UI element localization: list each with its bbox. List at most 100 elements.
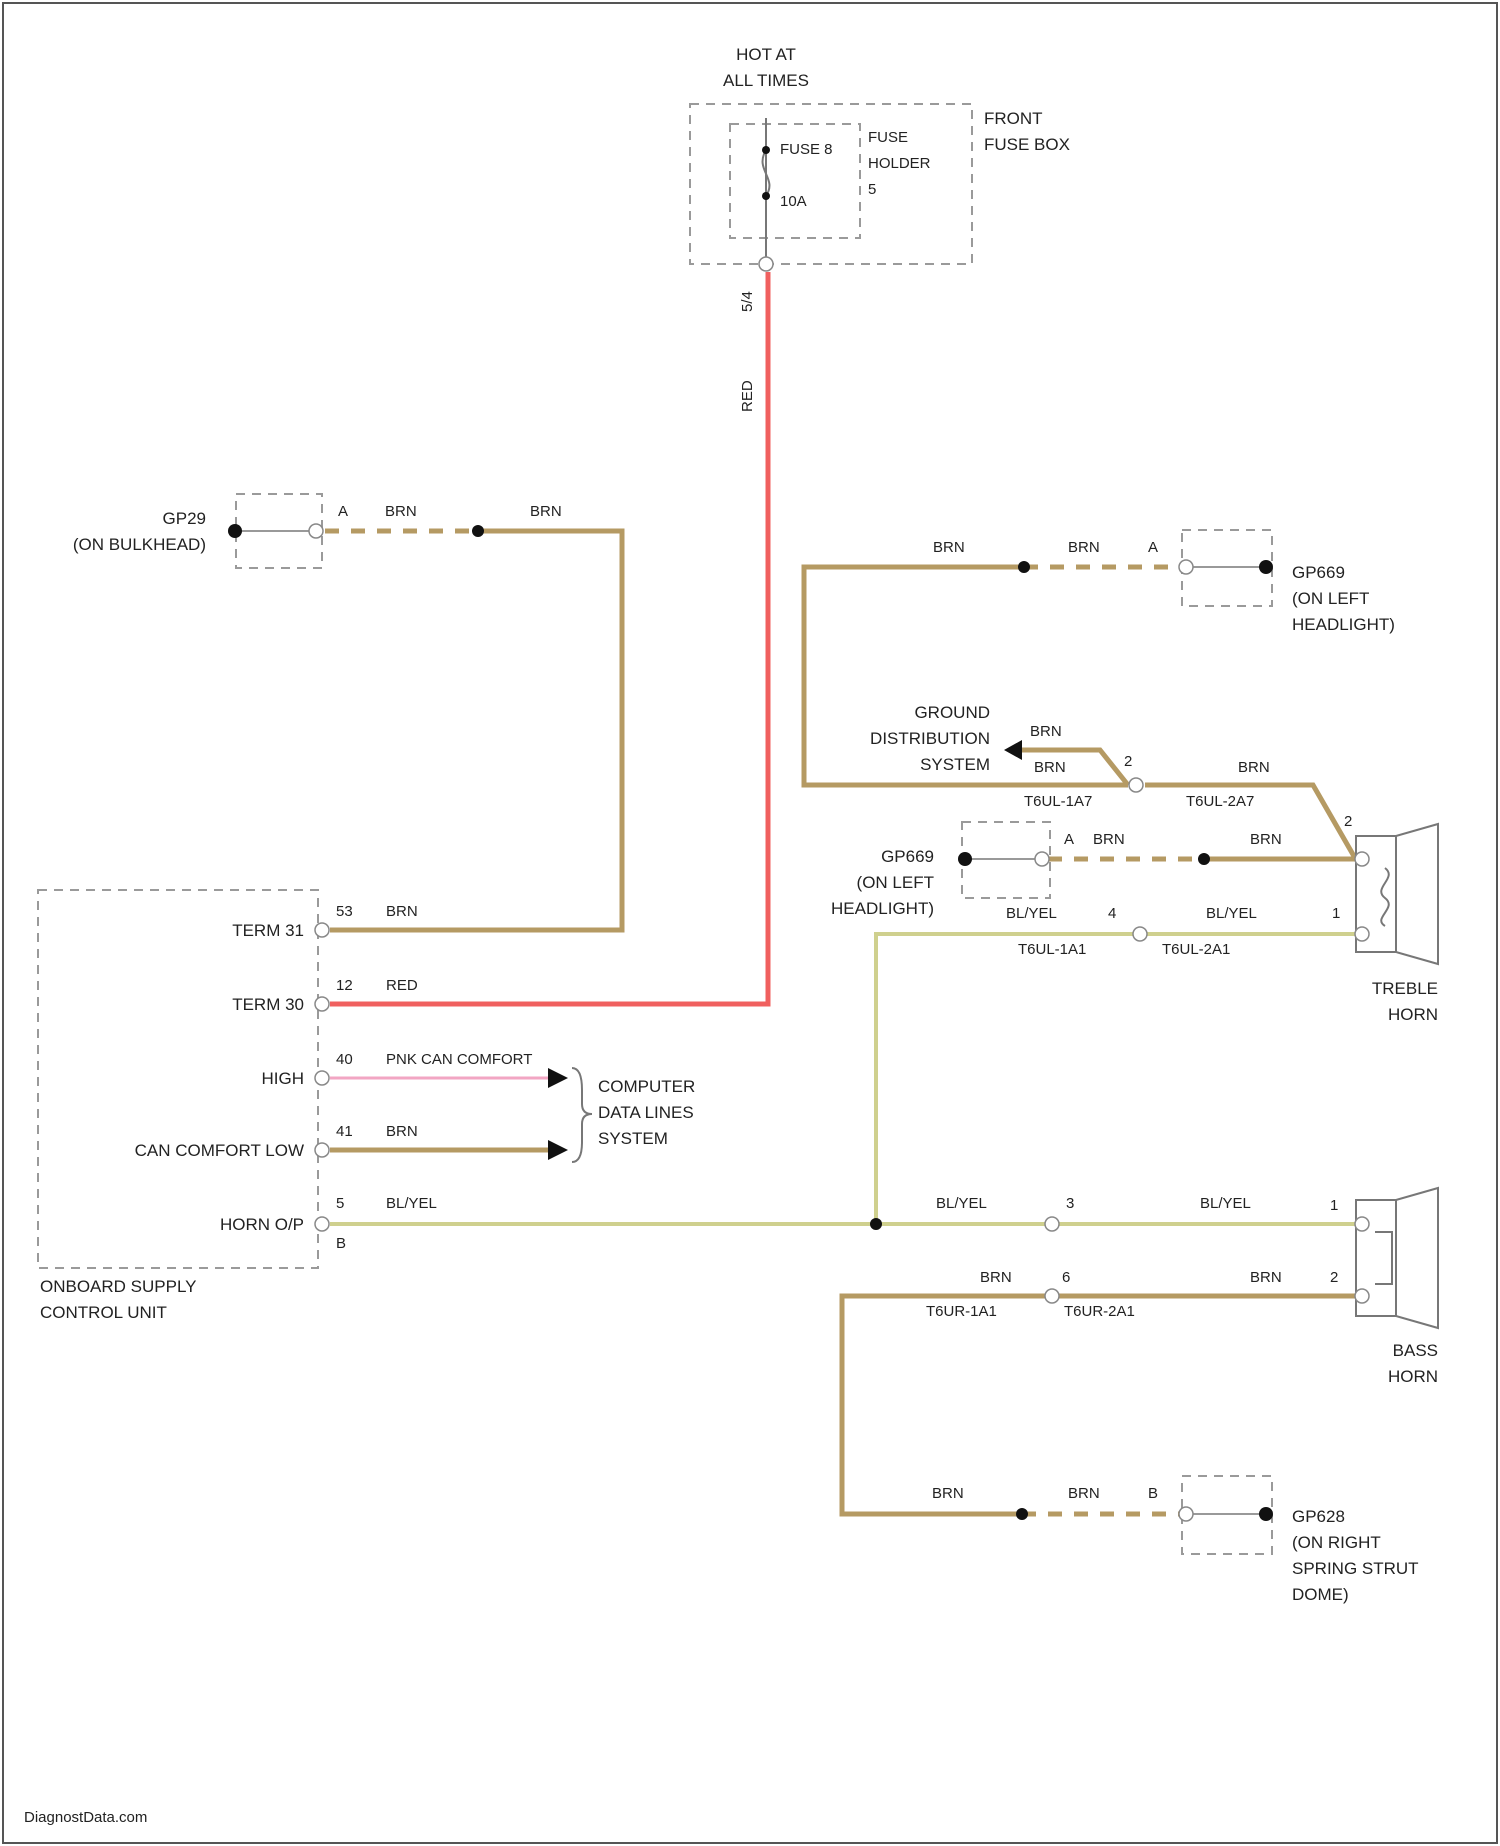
bass-conn1: T6UR-1A1 <box>926 1303 997 1320</box>
splice-gp669-top <box>1018 561 1030 573</box>
computer-data-brace <box>572 1068 592 1162</box>
pin-can-low-num: 41 <box>336 1123 353 1140</box>
pin-term31-label: TERM 31 <box>232 921 304 940</box>
can-low-arrow-icon <box>548 1140 568 1160</box>
bass-horn: 1 2 BASS HORN BL/YEL 3 BL/YEL BRN 6 BRN … <box>926 1188 1438 1386</box>
bass-horn-pin-top: 1 <box>1330 1197 1338 1214</box>
gp669-top-ground-dot <box>1259 560 1273 574</box>
fuse-box: HOT AT ALL TIMES FUSE 8 10A FUSE HOLDER … <box>690 45 1070 412</box>
gp628-loc1: (ON RIGHT <box>1292 1533 1381 1552</box>
gp628-name: GP628 <box>1292 1507 1345 1526</box>
wire-gp29-term31 <box>330 531 622 930</box>
gp669-mid-ground-dot <box>958 852 972 866</box>
watermark: DiagnostData.com <box>24 1809 147 1826</box>
pin-term30-label: TERM 30 <box>232 995 304 1014</box>
computer-data-line1: COMPUTER <box>598 1077 695 1096</box>
front-fuse-box-outline <box>690 104 972 264</box>
gnd-dist-connector <box>1129 778 1143 792</box>
ground-gp669-mid: GP669 (ON LEFT HEADLIGHT) A BRN BRN <box>831 822 1282 918</box>
gp669-top-name: GP669 <box>1292 563 1345 582</box>
gp669-top-loc1: (ON LEFT <box>1292 589 1369 608</box>
gp669-top-loc2: HEADLIGHT) <box>1292 615 1395 634</box>
gnd-dist-line1: GROUND <box>914 703 990 722</box>
splice-gp628 <box>1016 1508 1028 1520</box>
ground-gp669-top: GP669 (ON LEFT HEADLIGHT) A BRN BRN <box>933 530 1395 634</box>
gp628-ground-dot <box>1259 1507 1273 1521</box>
bass-horn-pin1 <box>1355 1217 1369 1231</box>
pin-high-label: HIGH <box>262 1069 305 1088</box>
pin-horn-op-terminal <box>315 1217 329 1231</box>
treble-horn-line1: TREBLE <box>1372 979 1438 998</box>
fuse-label: FUSE 8 <box>780 141 833 158</box>
fuse-output-terminal <box>759 257 773 271</box>
gp29-terminal <box>309 524 323 538</box>
splice-blyel <box>870 1218 882 1230</box>
bass-conn-bot: 6 <box>1062 1269 1070 1286</box>
treble-horn-pin1 <box>1355 927 1369 941</box>
pin-can-low-label: CAN COMFORT LOW <box>135 1141 304 1160</box>
gp669-top-wire2: BRN <box>1068 539 1100 556</box>
pin-term31-terminal <box>315 923 329 937</box>
pin-horn-op-label: HORN O/P <box>220 1215 304 1234</box>
gp669-mid-terminal <box>1035 852 1049 866</box>
gp29-wire1: BRN <box>385 503 417 520</box>
bass-wire-top-left: BL/YEL <box>936 1195 987 1212</box>
gnd-dist-pin: 2 <box>1124 753 1132 770</box>
bass-connector-bot <box>1045 1289 1059 1303</box>
gp669-mid-loc2: HEADLIGHT) <box>831 899 934 918</box>
gp29-pin: A <box>338 503 348 520</box>
treble-conn2: T6UL-2A1 <box>1162 941 1230 958</box>
gp29-ground-dot <box>228 524 242 538</box>
gp669-mid-pin: A <box>1064 831 1074 848</box>
gp29-location: (ON BULKHEAD) <box>73 535 206 554</box>
computer-data-line3: SYSTEM <box>598 1129 668 1148</box>
gnd-dist-wire3: BRN <box>1238 759 1270 776</box>
gnd-dist-conn1: T6UL-1A7 <box>1024 793 1092 810</box>
holder-line1: FUSE <box>868 129 908 146</box>
gp628-pin: B <box>1148 1485 1158 1502</box>
pin-horn-op-num: 5 <box>336 1195 344 1212</box>
pin-can-low-terminal <box>315 1143 329 1157</box>
gp669-top-wire1: BRN <box>933 539 965 556</box>
fuse-pin-label: 5/4 <box>739 291 756 312</box>
control-unit-name2: CONTROL UNIT <box>40 1303 167 1322</box>
pin-term31-num: 53 <box>336 903 353 920</box>
bass-horn-bell <box>1396 1188 1438 1328</box>
ground-distribution: GROUND DISTRIBUTION SYSTEM BRN BRN BRN 2… <box>870 703 1270 810</box>
pin-high-num: 40 <box>336 1051 353 1068</box>
gnd-dist-line3: SYSTEM <box>920 755 990 774</box>
holder-line3: 5 <box>868 181 876 198</box>
gp669-mid-wire2: BRN <box>1250 831 1282 848</box>
gp669-top-terminal <box>1179 560 1193 574</box>
bass-conn-top: 3 <box>1066 1195 1074 1212</box>
pin-term30-terminal <box>315 997 329 1011</box>
red-wire-vertical-label: RED <box>739 380 756 412</box>
onboard-supply-control-unit: ONBOARD SUPPLY CONTROL UNIT TERM 31 53 B… <box>38 890 532 1322</box>
pin-high-wire: PNK CAN COMFORT <box>386 1051 532 1068</box>
treble-wire-right: BL/YEL <box>1206 905 1257 922</box>
bass-conn2: T6UR-2A1 <box>1064 1303 1135 1320</box>
fuse-top-dot <box>762 146 770 154</box>
treble-connector <box>1133 927 1147 941</box>
gp628-loc3: DOME) <box>1292 1585 1349 1604</box>
treble-conn1: T6UL-1A1 <box>1018 941 1086 958</box>
pin-can-low-wire: BRN <box>386 1123 418 1140</box>
treble-wire-left: BL/YEL <box>1006 905 1057 922</box>
gnd-dist-wire1: BRN <box>1030 723 1062 740</box>
gp628-wire2: BRN <box>1068 1485 1100 1502</box>
treble-conn-pin: 4 <box>1108 905 1116 922</box>
can-high-arrow-icon <box>548 1068 568 1088</box>
pin-term30-wire: RED <box>386 977 418 994</box>
page-border <box>3 3 1497 1843</box>
gp669-mid-loc1: (ON LEFT <box>857 873 934 892</box>
treble-horn-pin-bot: 1 <box>1332 905 1340 922</box>
fuse-hot-line1: HOT AT <box>736 45 796 64</box>
gnd-dist-arrow-icon <box>1004 740 1022 760</box>
wire-blyel-treble <box>876 934 1362 1224</box>
treble-horn-line2: HORN <box>1388 1005 1438 1024</box>
bass-horn-line1: BASS <box>1393 1341 1438 1360</box>
gnd-dist-line2: DISTRIBUTION <box>870 729 990 748</box>
gnd-dist-conn2: T6UL-2A7 <box>1186 793 1254 810</box>
bass-connector-top <box>1045 1217 1059 1231</box>
